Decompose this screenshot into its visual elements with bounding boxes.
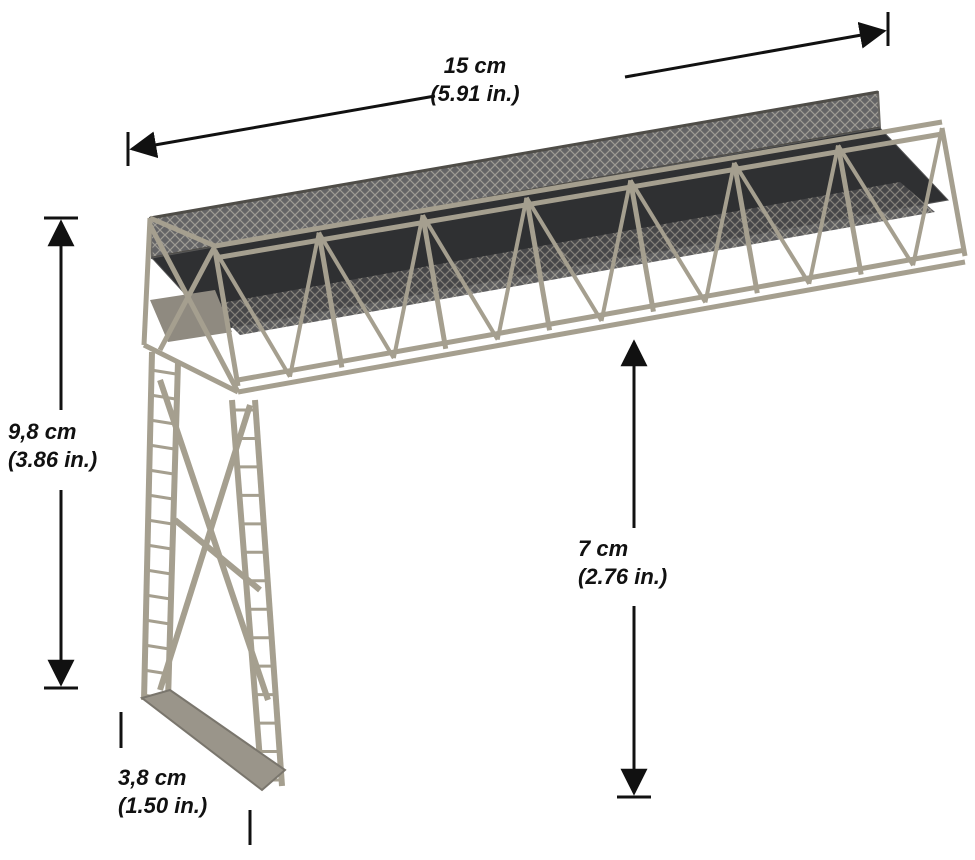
ladder-rung (149, 418, 176, 426)
truss-vertical (939, 127, 968, 257)
width-dimension-label: 15 cm (5.91 in.) (420, 52, 530, 108)
depth-imperial: (1.50 in.) (118, 793, 208, 818)
truss-diagonal (911, 127, 944, 266)
ladder-rung (146, 543, 172, 551)
dimension-lines (44, 12, 890, 845)
truss-diagonal (703, 162, 737, 303)
width-imperial: (5.91 in.) (430, 81, 520, 106)
truss-vertical (627, 179, 656, 313)
height-imperial: (3.86 in.) (8, 447, 98, 472)
ladder-rung (144, 618, 171, 626)
truss-end-frame (141, 215, 241, 395)
ladder-rung (150, 393, 176, 401)
height-dimension-label: 9,8 cm (3.86 in.) (8, 418, 108, 474)
truss-vertical (316, 232, 345, 368)
truss-diagonal (599, 179, 633, 322)
truss-diagonal (317, 231, 396, 360)
height-metric: 9,8 cm (8, 419, 77, 444)
ladder-rung (147, 493, 174, 501)
tower-base (139, 688, 287, 792)
truss-diagonal (732, 161, 811, 285)
ladder-rung (145, 568, 172, 576)
truss-vertical (835, 144, 864, 276)
truss-diagonal (213, 248, 292, 378)
ladder-rung (143, 668, 169, 676)
truss-diagonal (421, 214, 500, 341)
width-arrow-right (624, 21, 887, 79)
walkway-grating (210, 182, 935, 335)
ladder-rung (147, 518, 173, 526)
depth-metric: 3,8 cm (118, 765, 187, 790)
ladder-rung (148, 468, 174, 476)
gantry-structure (139, 90, 968, 792)
support-tower (141, 351, 285, 787)
ladder-rung (150, 368, 177, 376)
width-metric: 15 cm (443, 53, 507, 78)
truss-vertical (212, 249, 241, 387)
clearance-dimension-label: 7 cm (2.76 in.) (578, 535, 688, 591)
truss-diagonal (628, 179, 708, 304)
truss-diagonal (495, 197, 529, 340)
ladder-rung (143, 643, 170, 651)
clearance-imperial: (2.76 in.) (578, 564, 668, 589)
truss-diagonal (287, 232, 321, 378)
truss-diagonal (524, 196, 604, 323)
front-truss (212, 119, 968, 395)
truss-vertical (420, 214, 449, 350)
clearance-metric: 7 cm (578, 536, 629, 561)
truss-diagonal (836, 144, 915, 267)
width-arrow-left (129, 94, 436, 159)
truss-vertical (524, 197, 553, 331)
ladder-rung (148, 443, 175, 451)
truss-diagonal (807, 145, 841, 285)
depth-dimension-label: 3,8 cm (1.50 in.) (118, 764, 228, 820)
ladder-rung (145, 593, 171, 601)
truss-vertical (731, 162, 760, 294)
truss-diagonal (391, 214, 425, 359)
